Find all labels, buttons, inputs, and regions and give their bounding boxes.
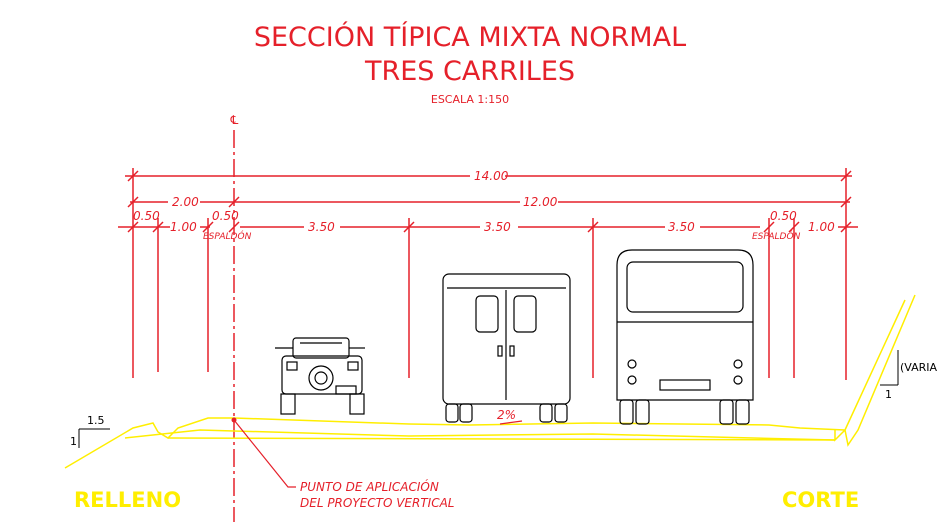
slope-left-run: 1.5: [87, 414, 105, 427]
crown-arrow: [499, 420, 523, 425]
crown-slope: 2%: [497, 408, 516, 422]
label-relleno: RELLENO: [74, 488, 181, 512]
jeep-icon: [275, 337, 365, 415]
dim-left-050-b: 0.50: [212, 209, 239, 223]
slope-right-rise: 1: [885, 388, 892, 401]
dim-lane-2: 3.50: [484, 220, 511, 234]
annotation-line-2: DEL PROYECTO VERTICAL: [300, 496, 455, 510]
slope-marker-left: [78, 428, 110, 448]
title-line-1: SECCIÓN TÍPICA MIXTA NORMAL: [253, 22, 687, 53]
dim-roadway: 12.00: [523, 195, 558, 209]
dim-lane-3: 3.50: [668, 220, 695, 234]
dim-left-group: 2.00: [172, 195, 199, 209]
extension-lines: [132, 168, 847, 380]
dim-right-050: 0.50: [770, 209, 797, 223]
dim-lane-1: 3.50: [308, 220, 335, 234]
scale-label: ESCALA 1:150: [430, 93, 510, 106]
dim-line-second: [127, 196, 852, 208]
dim-left-100: 1.00: [170, 220, 197, 234]
dim-total: 14.00: [474, 169, 509, 183]
label-corte: CORTE: [782, 488, 859, 512]
leader-line: [233, 419, 296, 488]
dim-line-lanes: [118, 221, 858, 233]
title-line-2: TRES CARRILES: [364, 56, 576, 87]
bus-icon: [616, 249, 754, 425]
van-icon: [442, 273, 571, 423]
centerline-symbol: ℄: [229, 113, 240, 127]
dim-right-100: 1.00: [808, 220, 835, 234]
dim-line-total: [125, 170, 852, 182]
slope-marker-right: [880, 350, 899, 386]
slope-right-label: (VARIA: [900, 361, 938, 374]
dim-right-shoulder: ESPALDÓN: [752, 230, 801, 242]
dim-left-shoulder: ESPALDÓN: [203, 230, 252, 242]
annotation-line-1: PUNTO DE APLICACIÓN: [300, 479, 439, 494]
slope-left-rise: 1: [70, 435, 77, 448]
dim-left-050: 0.50: [133, 209, 160, 223]
pavement-section: [64, 294, 916, 469]
